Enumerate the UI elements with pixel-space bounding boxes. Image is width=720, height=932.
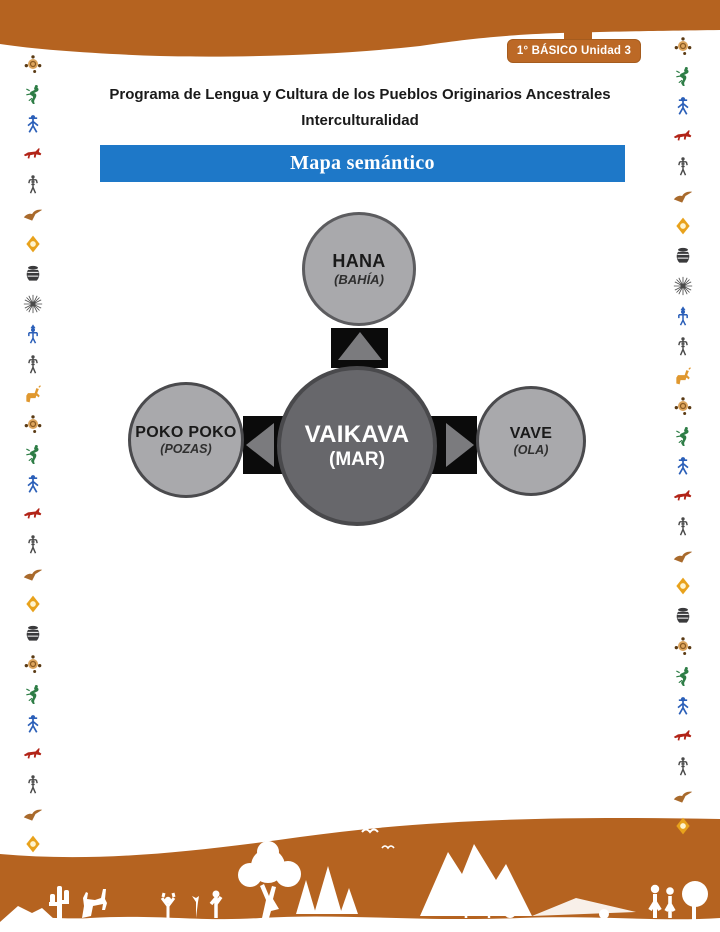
lizard-icon (673, 666, 693, 686)
arrow-right-icon (446, 423, 474, 467)
starburst-icon (23, 294, 43, 314)
starburst-icon (673, 276, 693, 296)
totem-icon (23, 174, 43, 194)
node-vave-translation: (OLA) (513, 443, 549, 457)
left-icon-column (16, 54, 50, 854)
sun-glyph-icon (23, 654, 43, 674)
totem-icon (23, 534, 43, 554)
dog-icon (23, 384, 43, 404)
man-figure-2-icon (673, 306, 693, 326)
condor-icon (673, 786, 693, 806)
man-figure-icon (673, 696, 693, 716)
pot-icon (23, 624, 43, 644)
totem-icon (673, 336, 693, 356)
node-pokopoko-translation: (POZAS) (160, 442, 212, 456)
right-icon-column (666, 36, 700, 836)
condor-icon (673, 186, 693, 206)
man-figure-2-icon (23, 324, 43, 344)
fox-icon (23, 504, 43, 524)
section-banner: Mapa semántico (100, 145, 625, 182)
program-subtitle: Interculturalidad (301, 112, 419, 129)
node-hana: HANA (BAHÍA) (302, 212, 416, 326)
totem-icon (23, 774, 43, 794)
diamond-icon (673, 816, 693, 836)
node-hana-term: HANA (332, 251, 386, 271)
section-title: Mapa semántico (290, 152, 435, 174)
sun-glyph-icon (23, 414, 43, 434)
node-pokopoko-term: POKO POKO (135, 424, 237, 441)
fox-icon (673, 126, 693, 146)
man-figure-icon (23, 714, 43, 734)
node-vaikava-center: VAIKAVA (MAR) (277, 366, 437, 526)
pot-icon (673, 246, 693, 266)
condor-icon (23, 804, 43, 824)
man-figure-icon (673, 96, 693, 116)
node-vaikava-term: VAIKAVA (304, 421, 410, 448)
program-title: Programa de Lengua y Cultura de los Pueb… (109, 86, 611, 103)
condor-icon (23, 564, 43, 584)
arrow-up-icon (337, 332, 382, 360)
node-vaikava-translation: (MAR) (329, 449, 385, 470)
man-figure-icon (23, 114, 43, 134)
man-figure-icon (673, 456, 693, 476)
diamond-icon (23, 234, 43, 254)
document-header: Programa de Lengua y Cultura de los Pueb… (86, 82, 634, 134)
diamond-icon (673, 216, 693, 236)
sun-glyph-icon (673, 396, 693, 416)
unit-badge-label: 1° BÁSICO Unidad 3 (516, 45, 632, 57)
totem-icon (23, 354, 43, 374)
arrow-left-icon (246, 423, 274, 467)
node-vave: VAVE (OLA) (476, 386, 586, 496)
pot-icon (23, 264, 43, 284)
fox-icon (673, 726, 693, 746)
sun-glyph-icon (673, 636, 693, 656)
fox-icon (23, 144, 43, 164)
lizard-icon (23, 684, 43, 704)
sun-glyph-icon (23, 54, 43, 74)
diamond-icon (673, 576, 693, 596)
lizard-icon (673, 66, 693, 86)
lizard-icon (673, 426, 693, 446)
man-figure-icon (23, 474, 43, 494)
arrow-right-connector (431, 416, 477, 474)
fox-icon (673, 486, 693, 506)
unit-badge: 1° BÁSICO Unidad 3 (507, 39, 641, 63)
node-hana-translation: (BAHÍA) (334, 272, 384, 287)
dog-icon (673, 366, 693, 386)
totem-icon (673, 756, 693, 776)
fox-icon (23, 744, 43, 764)
lizard-icon (23, 444, 43, 464)
bottom-landscape-band (0, 817, 720, 932)
node-pokopoko: POKO POKO (POZAS) (128, 382, 244, 498)
totem-icon (673, 156, 693, 176)
landscape-silhouette (0, 828, 720, 932)
node-vave-term: VAVE (509, 425, 553, 442)
condor-icon (673, 546, 693, 566)
arrow-up-connector (331, 328, 388, 368)
totem-icon (673, 516, 693, 536)
diamond-icon (23, 594, 43, 614)
lizard-icon (23, 84, 43, 104)
pot-icon (673, 606, 693, 626)
diamond-icon (23, 834, 43, 854)
condor-icon (23, 204, 43, 224)
sun-glyph-icon (673, 36, 693, 56)
